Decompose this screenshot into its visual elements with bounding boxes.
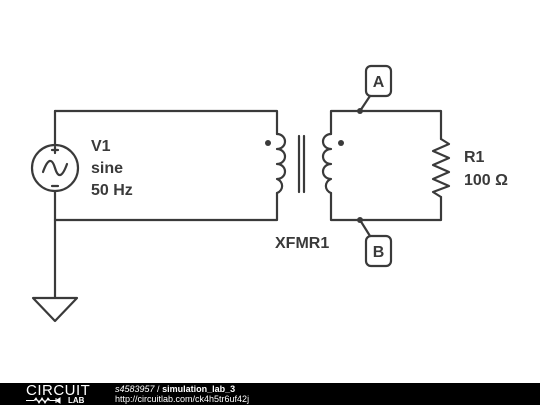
footer-separator: / (154, 384, 163, 394)
resistor-name-label: R1 (464, 149, 485, 166)
voltage-source-v1 (30, 143, 80, 193)
source-type-label: sine (91, 160, 123, 177)
node-label-b: B (373, 244, 385, 261)
transformer-name-label: XFMR1 (275, 235, 329, 252)
logo-wordmark-top: CIRCUIT (26, 382, 91, 399)
transformer-xfmr1 (265, 132, 344, 195)
node-tag-a: A (358, 64, 393, 113)
source-name-label: V1 (91, 138, 111, 155)
secondary-dot (338, 140, 344, 146)
footer-bar: CIRCUIT LAB s4583957 / simulation_lab_3 … (0, 383, 540, 405)
secondary-wires (329, 108, 443, 223)
footer-project-title[interactable]: simulation_lab_3 (162, 384, 236, 394)
circuit-schematic: A B V1 sine 50 Hz XFMR1 R1 100 Ω (30, 64, 508, 323)
node-tag-b: B (358, 218, 393, 268)
source-frequency-label: 50 Hz (91, 182, 133, 199)
footer-username[interactable]: s4583957 (115, 384, 155, 394)
resistor-value-label: 100 Ω (464, 172, 508, 189)
footer-url[interactable]: http://circuitlab.com/ck4h5tr6uf42j (115, 394, 250, 404)
logo-resistor-icon (26, 397, 61, 404)
primary-dot (265, 140, 271, 146)
ground-symbol (31, 296, 79, 323)
node-label-a: A (373, 74, 385, 91)
primary-wires (53, 109, 279, 299)
resistor-r1 (431, 137, 451, 199)
footer-project-line: s4583957 / simulation_lab_3 (115, 384, 235, 394)
circuitlab-logo[interactable]: CIRCUIT LAB (26, 382, 92, 405)
logo-wordmark-bottom: LAB (68, 396, 85, 405)
